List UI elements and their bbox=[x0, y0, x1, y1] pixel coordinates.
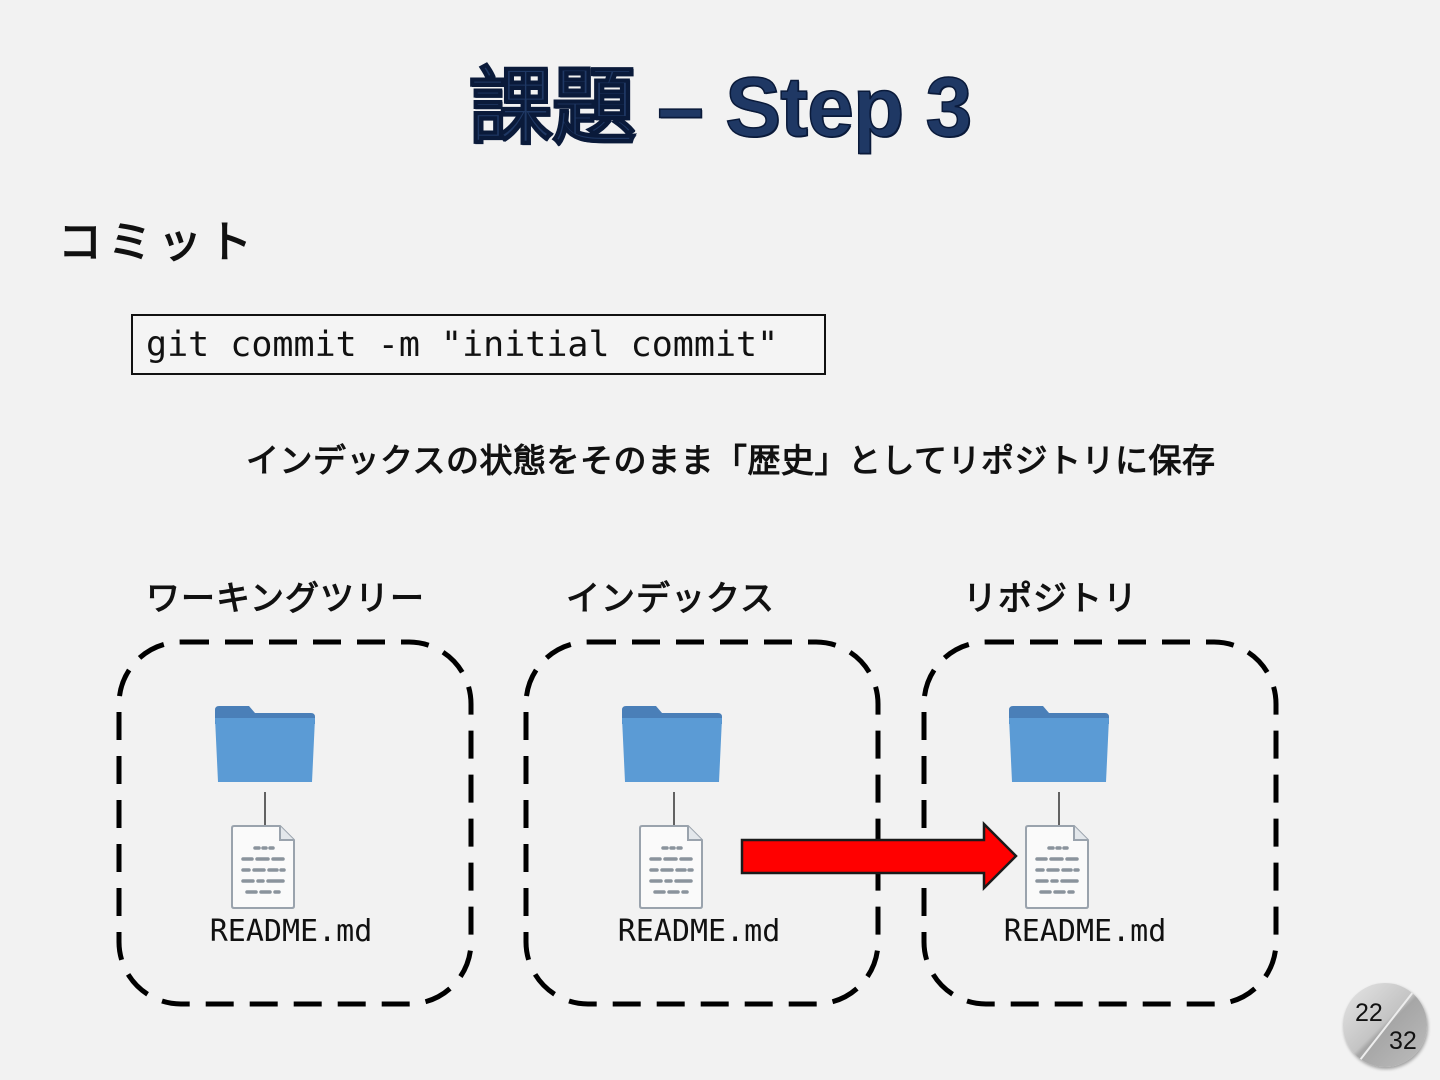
working-tree-filename: README.md bbox=[209, 914, 373, 949]
area-label-working-tree: ワーキングツリー bbox=[146, 579, 425, 619]
repository-box bbox=[921, 639, 1279, 1007]
folder-icon bbox=[215, 706, 315, 782]
working-tree-box bbox=[116, 639, 474, 1007]
description-text: インデックスの状態をそのまま「歴史」としてリポジトリに保存 bbox=[246, 441, 1216, 480]
slide-title: 課題 – Step 3 bbox=[468, 59, 973, 155]
index-box bbox=[523, 639, 881, 1007]
area-label-repository: リポジトリ bbox=[963, 579, 1138, 619]
page-current: 22 bbox=[1355, 999, 1383, 1027]
command-box: git commit -m "initial commit" bbox=[131, 314, 826, 375]
folder-icon bbox=[622, 706, 722, 782]
folder-icon bbox=[1009, 706, 1109, 782]
page-number-badge: 22 32 bbox=[1343, 983, 1427, 1067]
commit-arrow bbox=[740, 820, 1018, 892]
index-filename: README.md bbox=[617, 914, 781, 949]
document-icon bbox=[1024, 824, 1090, 910]
repository-filename: README.md bbox=[1003, 914, 1167, 949]
area-label-index: インデックス bbox=[566, 579, 775, 619]
command-text: git commit -m "initial commit" bbox=[146, 324, 779, 365]
section-heading: コミット bbox=[58, 217, 258, 268]
document-icon bbox=[638, 824, 704, 910]
page-total: 32 bbox=[1389, 1027, 1417, 1055]
document-icon bbox=[230, 824, 296, 910]
